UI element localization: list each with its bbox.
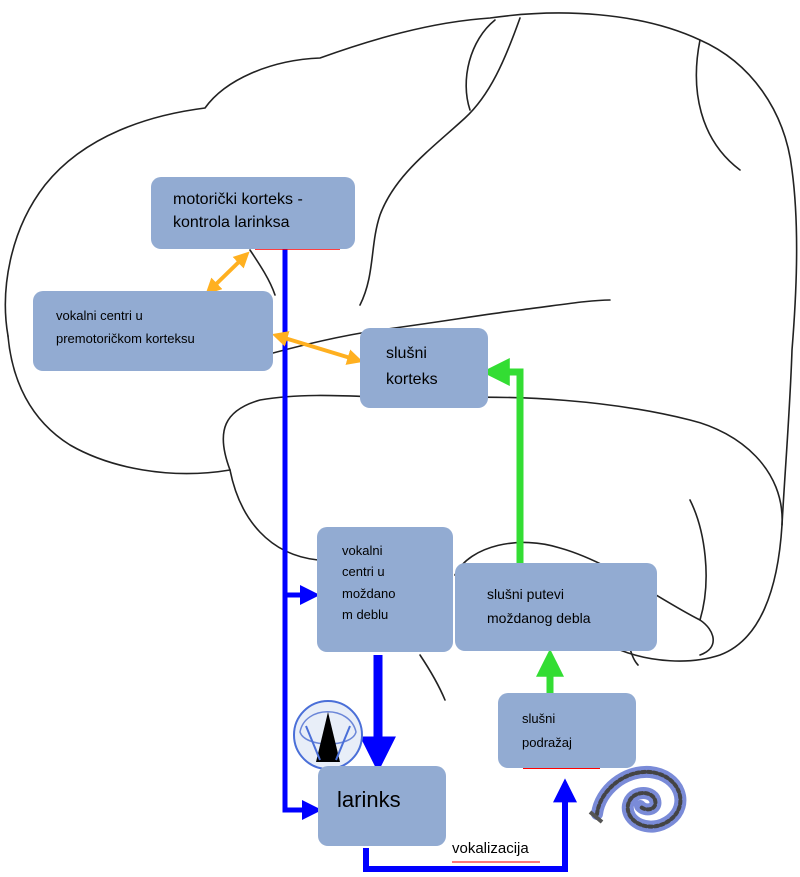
- frontal-lobe-lower: [7, 335, 231, 475]
- motor-pathway: [282, 248, 322, 820]
- larynx-label: larinks: [337, 787, 401, 812]
- cochlea-icon: [588, 765, 687, 833]
- premotor-vocal-centers-box: vokalni centri u premotoričkom korteksu: [33, 291, 273, 371]
- auditory-cortex-box: slušni korteks: [360, 328, 488, 408]
- central-sulcus: [359, 17, 521, 306]
- brainstem-left: [419, 654, 446, 701]
- auditory-cortex-label: slušni korteks: [386, 345, 438, 388]
- temporal-lobe: [222, 394, 783, 526]
- brainstem-to-auditory-cortex-arrow: [481, 358, 524, 563]
- premotor-auditory-link: [271, 331, 364, 365]
- motor-cortex-to-larynx-arrow: [282, 248, 322, 820]
- postcentral-sulcus: [465, 19, 496, 111]
- brainstem-vocal-centers-box: vokalni centri u moždano m deblu: [317, 527, 453, 652]
- brainstem-auditory-pathways-box: slušni putevi moždanog debla: [455, 563, 657, 651]
- premotor-vocal-centers-label: vokalni centri u premotoričkom korteksu: [56, 308, 195, 346]
- auditory-stimulus-label: slušni podražaj: [522, 711, 572, 751]
- frontal-small-fold: [249, 249, 276, 296]
- brainstem-vocal-centers-label: vokalni centri u moždano m deblu: [342, 543, 396, 623]
- motor-cortex-label: motorički korteks - kontrola larinksa: [173, 191, 303, 232]
- parietal-curve: [695, 39, 741, 171]
- auditory-stimulus-box: slušni podražaj: [498, 693, 636, 768]
- vocalization-output-arrow: [363, 778, 577, 872]
- larynx-cross-section-icon: [293, 700, 363, 770]
- vocalization-label: vokalizacija: [452, 840, 529, 857]
- larynx-box: larinks: [318, 766, 446, 846]
- auditory-pathway: [481, 358, 564, 693]
- brainstem-auditory-pathways-label: slušni putevi moždanog debla: [487, 586, 591, 626]
- motor-premotor-link: [205, 251, 250, 295]
- cortical-links: [205, 251, 364, 365]
- temporal-lower: [229, 469, 319, 561]
- motor-cortex-box: motorički korteks - kontrola larinksa: [151, 177, 355, 249]
- cerebellum-contour-2: [689, 499, 707, 621]
